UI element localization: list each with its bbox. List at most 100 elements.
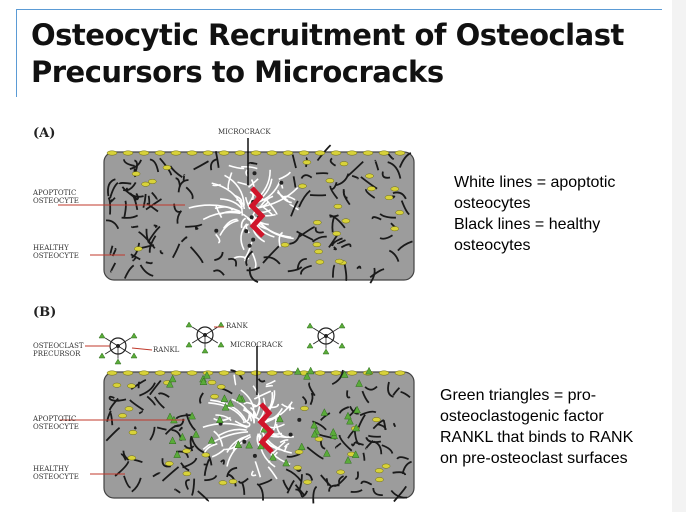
healthy-osteocyte	[390, 186, 400, 192]
healthy-process	[189, 246, 204, 264]
healthy-osteocyte	[314, 249, 323, 255]
lining-cell	[330, 370, 342, 376]
healthy-osteocyte	[315, 259, 325, 265]
apoptotic-process	[237, 181, 247, 186]
lining-cell	[346, 150, 358, 156]
lining-cell	[394, 370, 406, 376]
healthy-process	[220, 459, 225, 465]
healthy-process	[199, 392, 204, 404]
apoptotic-process	[243, 401, 257, 407]
healthy-process	[329, 185, 339, 200]
lining-cell	[394, 150, 406, 156]
lining-cell	[218, 370, 230, 376]
panel-a-microcrack-bolt	[248, 186, 266, 238]
rankl-triangle	[323, 449, 331, 457]
healthy-process	[334, 475, 348, 487]
rankl-triangle	[185, 321, 193, 328]
rankl-triangle	[365, 366, 373, 375]
healthy-osteocyte	[228, 479, 238, 484]
apoptotic-process	[261, 431, 292, 454]
healthy-osteocyte	[128, 430, 138, 435]
apoptotic-process	[243, 241, 253, 260]
healthy-osteocyte	[127, 383, 136, 389]
healthy-process	[361, 390, 370, 404]
healthy-osteocyte	[300, 405, 309, 411]
healthy-process	[365, 439, 374, 450]
healthy-process	[133, 458, 143, 464]
healthy-process	[343, 263, 348, 281]
rankl-triangle	[168, 436, 177, 444]
healthy-process	[214, 251, 224, 261]
healthy-process	[312, 235, 327, 243]
rankl-triangle	[226, 399, 235, 407]
lining-cell	[122, 370, 134, 376]
healthy-process	[289, 233, 301, 245]
rankl-triangle	[221, 402, 230, 411]
healthy-process	[292, 176, 297, 188]
apoptotic-process	[265, 198, 278, 215]
panel-a-healthy-label-line-1: HEALTHY	[33, 244, 69, 252]
apoptotic-process	[258, 433, 276, 468]
healthy-process	[152, 472, 161, 478]
apoptotic-process	[279, 439, 289, 444]
rank-receptor	[312, 335, 327, 345]
apoptotic-process	[265, 384, 273, 388]
panel-a-healthy-label-line-2: OSTEOCYTE	[33, 252, 79, 260]
lining-cell	[378, 370, 390, 376]
healthy-process	[161, 458, 171, 468]
healthy-process	[118, 182, 132, 185]
healthy-process	[246, 266, 261, 272]
apoptotic-process	[231, 398, 253, 422]
apoptotic-osteocyte	[242, 439, 247, 444]
healthy-process	[123, 264, 135, 279]
rank-receptor	[117, 337, 132, 347]
healthy-process	[149, 426, 156, 441]
lining-cell	[186, 370, 198, 376]
apoptotic-process	[213, 430, 224, 447]
rankl-triangle	[114, 358, 122, 365]
scroll-gutter	[672, 0, 686, 512]
note-a-line-1: White lines = apoptotic	[454, 174, 616, 191]
healthy-process	[290, 200, 299, 217]
healthy-osteocyte	[312, 242, 322, 248]
panel-b-rankl-label: RANKL	[153, 346, 180, 354]
healthy-process	[107, 197, 112, 215]
healthy-process	[400, 391, 411, 398]
panel-b-precursor-label-line-2: PRECURSOR	[33, 350, 81, 358]
lining-cell	[250, 370, 262, 376]
apoptotic-process	[272, 418, 277, 431]
apoptotic-process	[202, 431, 249, 451]
healthy-osteocyte	[339, 161, 349, 167]
rankl-triangle	[338, 342, 346, 349]
healthy-process	[329, 214, 346, 229]
rank-receptor	[104, 337, 119, 347]
healthy-osteocyte	[372, 417, 381, 423]
healthy-process	[129, 159, 142, 170]
lining-cell	[106, 370, 118, 376]
healthy-process	[286, 453, 301, 458]
rankl-triangle	[220, 394, 229, 402]
healthy-process	[142, 193, 147, 208]
healthy-process	[329, 157, 337, 167]
healthy-osteocyte	[162, 165, 172, 171]
apoptotic-process	[204, 442, 218, 453]
rank-receptor	[204, 334, 219, 344]
apoptotic-process	[220, 198, 243, 210]
panel-b-label: (B)	[33, 305, 57, 320]
healthy-process	[257, 378, 266, 383]
healthy-process	[176, 210, 183, 224]
lining-cell	[202, 150, 214, 156]
healthy-process	[357, 414, 366, 429]
apoptotic-process	[254, 461, 262, 478]
healthy-process	[226, 466, 238, 478]
healthy-process	[263, 256, 281, 265]
healthy-process	[392, 191, 407, 200]
healthy-process	[262, 245, 280, 264]
apoptotic-process	[265, 379, 276, 386]
healthy-process	[388, 249, 400, 262]
rank-receptor	[325, 327, 340, 337]
healthy-process	[109, 245, 114, 255]
healthy-process	[305, 473, 314, 481]
apoptotic-process	[241, 165, 258, 170]
healthy-process	[338, 406, 350, 414]
